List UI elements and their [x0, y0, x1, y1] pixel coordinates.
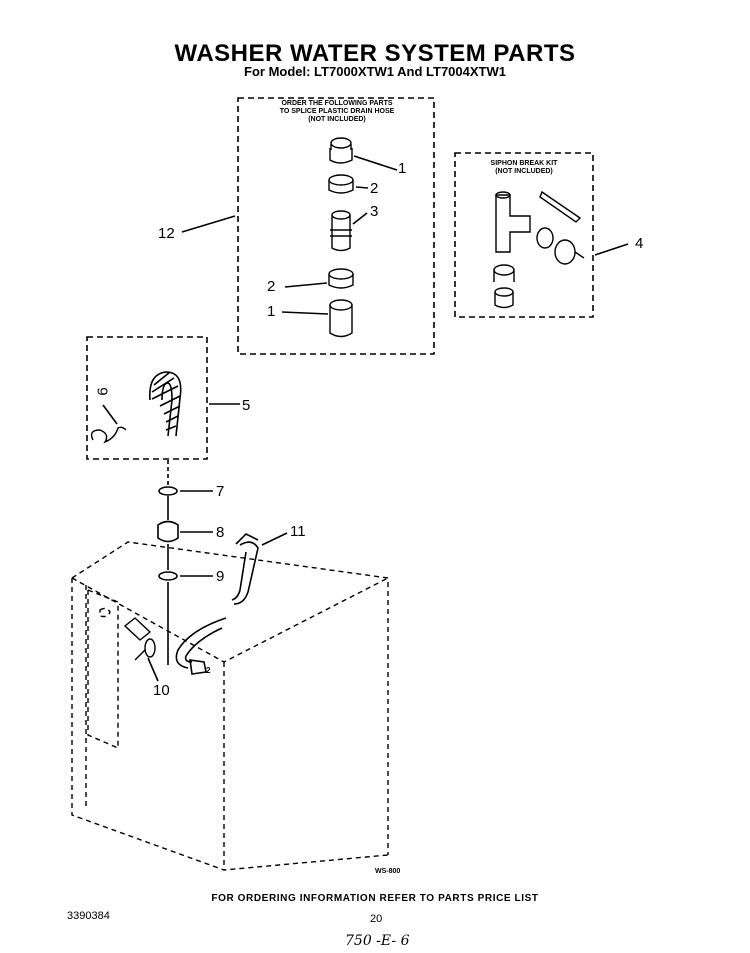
siphon-break-parts: [493, 190, 585, 309]
drain-hose-box: [86, 336, 208, 460]
callout-1-lower: 1: [267, 303, 276, 320]
callout-2: 2: [370, 180, 379, 197]
part-8-connector: [157, 520, 179, 543]
drain-hose: [149, 371, 182, 437]
siphon-note-line: (NOT INCLUDED): [495, 168, 553, 175]
siphon-break-kit-box: [454, 152, 594, 318]
model-subtitle: For Model: LT7000XTW1 And LT7004XTW1: [244, 64, 506, 79]
siphon-note-line: SIPHON BREAK KIT: [490, 160, 558, 167]
ordering-note: FOR ORDERING INFORMATION REFER TO PARTS …: [211, 893, 539, 904]
washer-cabinet: [71, 541, 389, 871]
siphon-note: SIPHON BREAK KIT (NOT INCLUDED): [460, 160, 588, 176]
callout-11: 11: [290, 523, 306, 540]
callout-9: 9: [216, 568, 225, 585]
splice-note-line: (NOT INCLUDED): [308, 116, 366, 123]
drawing-code: WS-800: [375, 868, 401, 875]
callout-2-lower: 2: [267, 278, 276, 295]
splice-parts-stack: [328, 137, 354, 338]
callout-12: 12: [158, 225, 175, 242]
internal-drain-hose: [175, 617, 227, 675]
callout-4: 4: [635, 235, 644, 252]
page-number: 20: [370, 913, 383, 925]
splice-note-line: TO SPLICE PLASTIC DRAIN HOSE: [279, 108, 395, 115]
part-11-hose: [231, 533, 259, 605]
document-number: 3390384: [67, 910, 110, 922]
callout-6: 6: [94, 387, 112, 396]
page-title: WASHER WATER SYSTEM PARTS: [174, 40, 576, 67]
callout-2-cabinet: 2: [206, 666, 211, 675]
part-10-fitting: [123, 617, 156, 661]
part-7-ring: [158, 486, 178, 496]
callout-10: 10: [153, 682, 170, 699]
drain-hose-splice-box: [237, 97, 435, 355]
callout-5: 5: [242, 397, 251, 414]
callout-8: 8: [216, 524, 225, 541]
splice-note-line: ORDER THE FOLLOWING PARTS: [281, 100, 393, 107]
handwritten-mark: 750 -E- 6: [345, 933, 410, 949]
splice-note: ORDER THE FOLLOWING PARTS TO SPLICE PLAS…: [244, 100, 430, 124]
callout-7: 7: [216, 483, 225, 500]
callout-1: 1: [398, 160, 407, 177]
hose-clamp-6: [90, 426, 127, 444]
callout-3: 3: [370, 203, 379, 220]
part-9-ring: [158, 571, 178, 581]
